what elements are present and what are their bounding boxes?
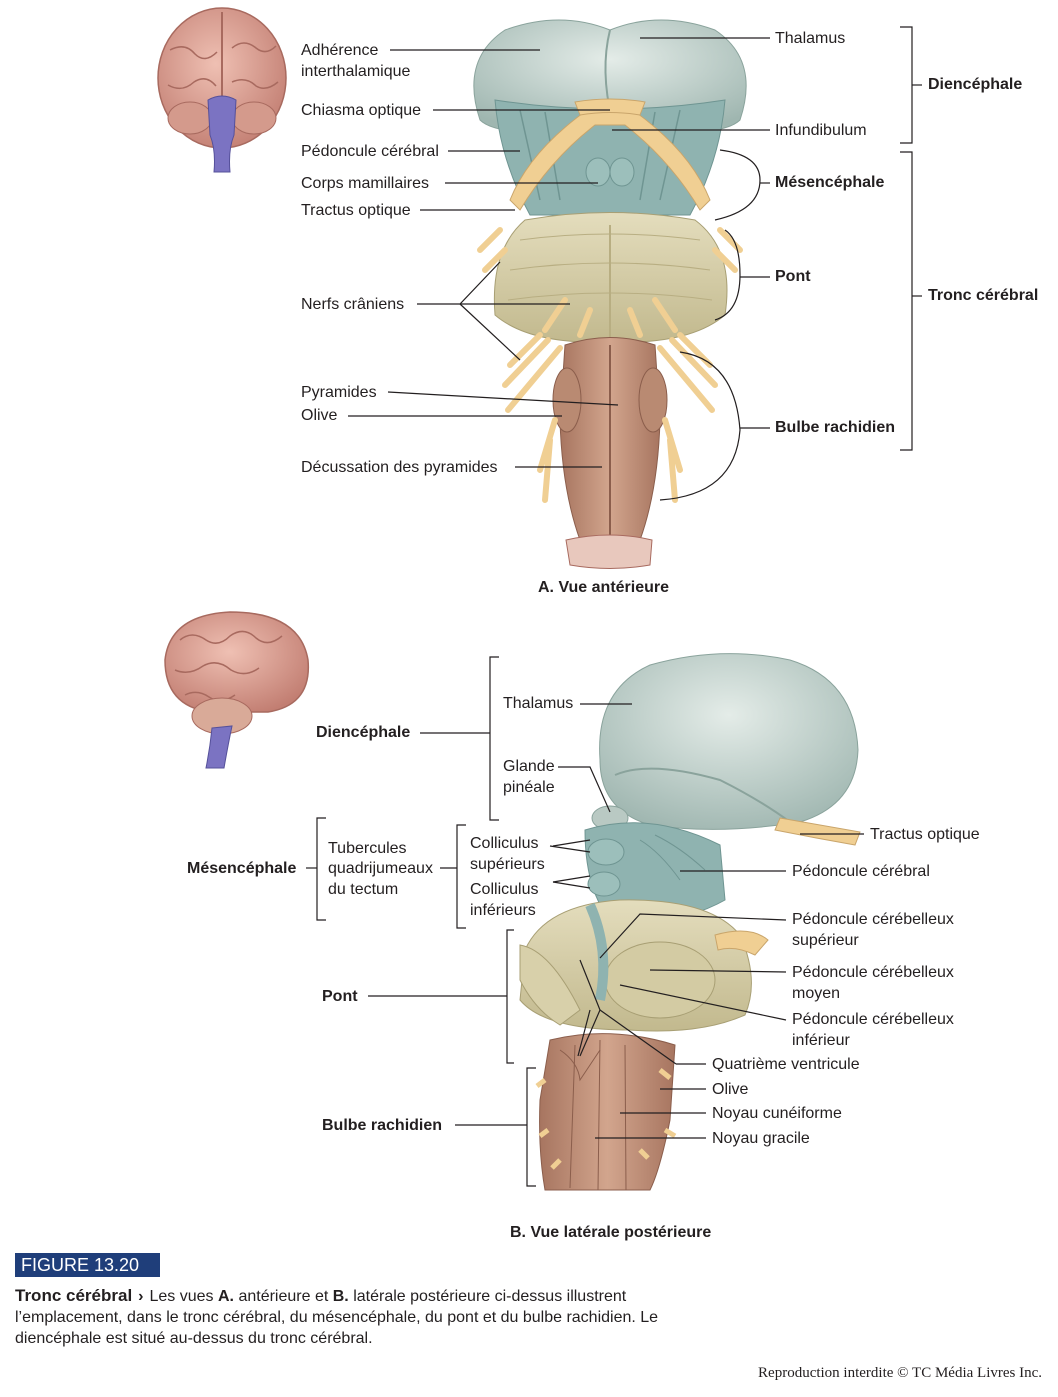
label-glande-line1: Glande (503, 758, 555, 775)
label-b-thalamus: Thalamus (503, 695, 574, 712)
brain-icon-lateral (164, 611, 310, 769)
label-adherence-line2: interthalamique (301, 63, 411, 80)
label-thalamus: Thalamus (775, 30, 846, 47)
region-pont: Pont (775, 268, 811, 285)
label-coll-sup-line2: supérieurs (470, 856, 545, 873)
region-diencephale: Diencéphale (928, 76, 1023, 93)
label-chiasma-optique: Chiasma optique (301, 102, 422, 119)
caption-part3: latérale postérieure ci-dessus illustren… (15, 1288, 659, 1347)
label-pcs-line2: supérieur (792, 932, 859, 949)
label-pcm-line2: moyen (792, 985, 841, 1002)
label-b-olive: Olive (712, 1081, 749, 1098)
label-decussation: Décussation des pyramides (301, 459, 498, 476)
region-bulbe-rachidien: Bulbe rachidien (775, 419, 896, 436)
caption-vue-laterale-posterieure: B. Vue latérale postérieure (510, 1224, 712, 1241)
label-pci-line2: inférieur (792, 1032, 850, 1049)
label-olive: Olive (301, 407, 338, 424)
label-pyramides: Pyramides (301, 384, 377, 401)
label-tubercules-line3: du tectum (328, 881, 399, 898)
caption-vue-anterieure: A. Vue antérieure (538, 579, 670, 596)
leaders-a (348, 26, 922, 501)
label-glande-line2: pinéale (503, 779, 555, 796)
copyright-notice: Reproduction interdite © TC Média Livres… (758, 1365, 1042, 1381)
region-b-diencephale: Diencéphale (316, 724, 411, 741)
region-tronc-cerebral: Tronc cérébral (928, 287, 1039, 304)
label-tubercules-line2: quadrijumeaux (328, 860, 433, 877)
label-coll-inf-line2: inférieurs (470, 902, 536, 919)
label-pedoncule-cerebral: Pédoncule cérébral (301, 143, 439, 160)
label-pcm-line1: Pédoncule cérébelleux (792, 964, 954, 981)
leaders-b (306, 656, 864, 1187)
label-tractus-optique: Tractus optique (301, 202, 411, 219)
label-coll-sup-line1: Colliculus (470, 835, 539, 852)
region-b-bulbe-rachidien: Bulbe rachidien (322, 1117, 443, 1134)
region-b-mesencephale: Mésencéphale (187, 860, 297, 877)
label-noyau-gracile: Noyau gracile (712, 1130, 810, 1147)
label-b-pedoncule-cerebral: Pédoncule cérébral (792, 863, 930, 880)
label-coll-inf-line1: Colliculus (470, 881, 539, 898)
brain-icon-anterior (157, 7, 287, 173)
label-corps-mamillaires: Corps mamillaires (301, 175, 430, 192)
label-infundibulum: Infundibulum (775, 122, 867, 139)
label-noyau-cuneiforme: Noyau cunéiforme (712, 1105, 842, 1122)
anterior-brainstem (473, 19, 747, 569)
label-pci-line1: Pédoncule cérébelleux (792, 1011, 954, 1028)
caption-a: A. (218, 1288, 234, 1305)
figure-caption: Tronc cérébral › Les vues A. antérieure et… (15, 1285, 715, 1349)
label-b-tractus-optique: Tractus optique (870, 826, 980, 843)
label-adherence-line1: Adhérence (301, 42, 379, 59)
region-mesencephale: Mésencéphale (775, 174, 885, 191)
label-quatrieme-ventricule: Quatrième ventricule (712, 1056, 860, 1073)
label-pcs-line1: Pédoncule cérébelleux (792, 911, 954, 928)
chevron-right-icon: › (138, 1288, 144, 1305)
label-nerfs-craniens: Nerfs crâniens (301, 296, 405, 313)
caption-part1: Les vues (149, 1288, 214, 1305)
figure-badge: FIGURE 13.20 (15, 1253, 160, 1277)
caption-part2: antérieure et (238, 1288, 329, 1305)
posterolateral-brainstem (519, 653, 861, 1191)
caption-b: B. (332, 1288, 349, 1305)
region-b-pont: Pont (322, 988, 358, 1005)
figure-title: Tronc cérébral (15, 1286, 133, 1305)
label-tubercules-line1: Tubercules (328, 840, 407, 857)
